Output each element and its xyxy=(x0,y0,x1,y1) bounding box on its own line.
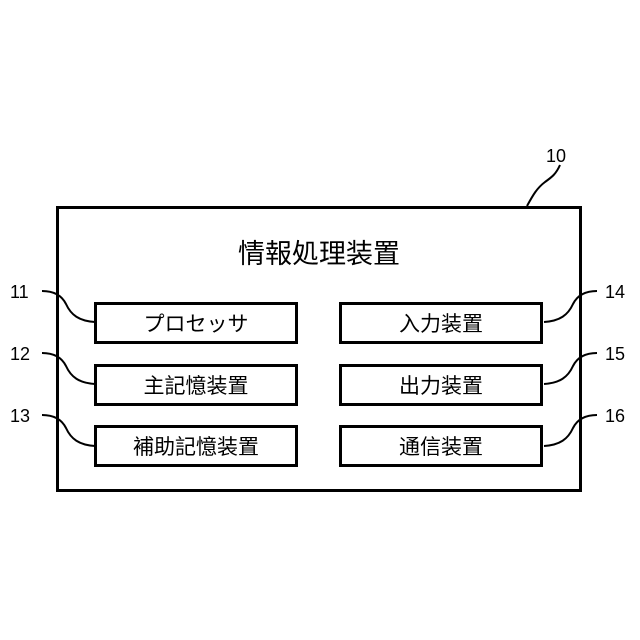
ref-label-14: 14 xyxy=(605,281,625,303)
communication-device-label: 通信装置 xyxy=(399,431,483,461)
input-device-box: 入力装置 xyxy=(339,302,543,344)
device-title: 情報処理装置 xyxy=(56,238,582,272)
auxiliary-storage-label: 補助記憶装置 xyxy=(133,431,259,461)
ref-label-11: 11 xyxy=(10,281,29,303)
auxiliary-storage-box: 補助記憶装置 xyxy=(94,425,298,467)
input-device-label: 入力装置 xyxy=(399,308,483,338)
ref-label-13: 13 xyxy=(10,405,30,427)
ref-label-15: 15 xyxy=(605,343,625,365)
processor-box: プロセッサ xyxy=(94,302,298,344)
communication-device-box: 通信装置 xyxy=(339,425,543,467)
ref-label-10: 10 xyxy=(546,145,566,167)
processor-label: プロセッサ xyxy=(144,308,249,338)
output-device-label: 出力装置 xyxy=(399,370,483,400)
main-memory-label: 主記憶装置 xyxy=(144,370,249,400)
leader-line-10 xyxy=(527,165,560,206)
main-memory-box: 主記憶装置 xyxy=(94,364,298,406)
output-device-box: 出力装置 xyxy=(339,364,543,406)
ref-label-12: 12 xyxy=(10,343,30,365)
ref-label-16: 16 xyxy=(605,405,625,427)
